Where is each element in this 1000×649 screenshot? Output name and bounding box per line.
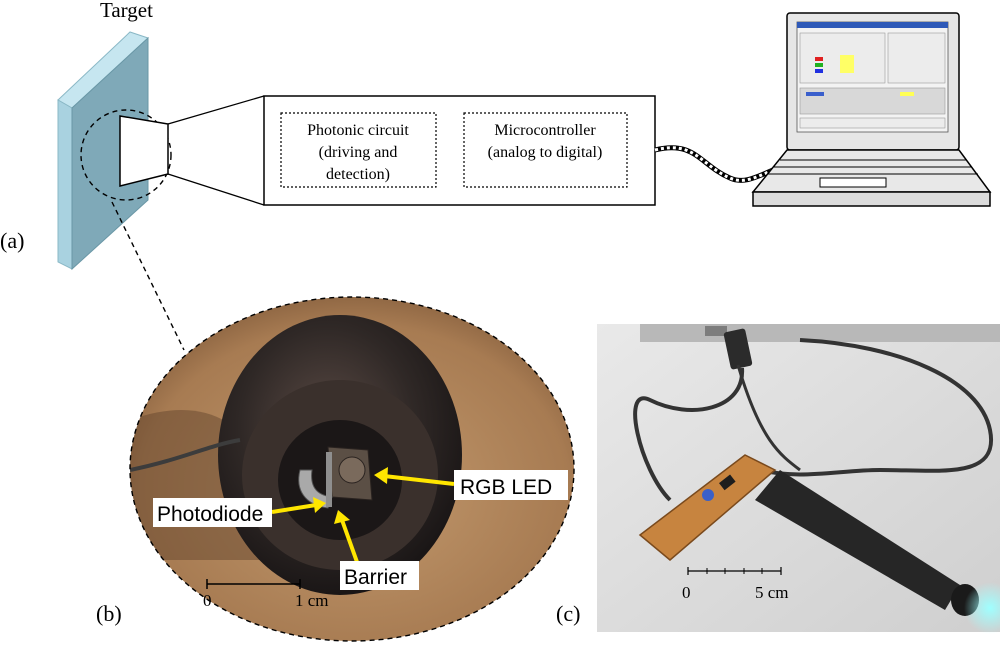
photo-c-pcb bbox=[638, 454, 777, 561]
target-label: Target bbox=[100, 0, 153, 22]
laptop bbox=[751, 12, 992, 207]
scale-bar-c-start: 0 bbox=[682, 583, 691, 602]
panel-a: (a) Target Photonic circuit (driving and… bbox=[0, 0, 992, 351]
callout-rgb-led-text: RGB LED bbox=[460, 476, 552, 499]
microcontroller-box bbox=[463, 112, 628, 188]
panel-b-label: (b) bbox=[96, 601, 122, 626]
rgb-led-lens bbox=[338, 456, 366, 484]
photo-c-cable-3 bbox=[736, 364, 801, 472]
panel-a-label: (a) bbox=[0, 228, 24, 253]
laptop-screen-table-cell bbox=[900, 92, 914, 96]
photonic-circuit-line2: (driving and bbox=[319, 144, 398, 161]
scale-bar-c-end: 5 cm bbox=[755, 583, 789, 602]
callout-photodiode-text: Photodiode bbox=[157, 503, 263, 526]
scale-bar-b-start: 0 bbox=[203, 591, 212, 610]
zoom-connector-line bbox=[111, 201, 185, 351]
usb-cable-pattern bbox=[654, 146, 779, 182]
photo-b bbox=[130, 297, 574, 641]
callout-rgb-led: RGB LED bbox=[374, 467, 568, 500]
arrowhead-barrier bbox=[334, 510, 350, 524]
laptop-screen-titlebar bbox=[797, 22, 948, 28]
photo-c-usb-port bbox=[705, 326, 727, 336]
scale-bar-c: 0 5 cm bbox=[682, 567, 789, 602]
probe-head bbox=[119, 115, 169, 187]
laptop-screen-footer bbox=[799, 117, 946, 129]
arrow-rgb-led bbox=[383, 474, 455, 486]
photo-c-blue-glow bbox=[964, 582, 1000, 634]
photo-b-cable bbox=[130, 438, 241, 472]
photonic-circuit-box bbox=[280, 112, 437, 188]
laptop-base-front bbox=[752, 191, 991, 207]
callout-rgb-led-box bbox=[454, 470, 568, 500]
photo-c-probe-body bbox=[755, 470, 960, 610]
target-slab-face bbox=[71, 36, 149, 271]
photo-c-cable-2 bbox=[759, 338, 994, 477]
panel-b: RGB LED Photodiode Barrier 0 1 cm (b) bbox=[96, 296, 575, 642]
microcontroller-line1: Microcontroller bbox=[494, 122, 596, 139]
laptop-screen-swatch-yellow bbox=[840, 55, 854, 73]
laptop-screen-panel-right bbox=[887, 32, 946, 84]
probe-cone-bottom bbox=[167, 173, 265, 206]
arrowhead-photodiode bbox=[313, 497, 326, 513]
microcontroller-line2: (analog to digital) bbox=[488, 144, 603, 161]
arrow-barrier bbox=[340, 519, 359, 563]
barrier bbox=[326, 452, 332, 507]
target-focus-circle bbox=[80, 109, 172, 201]
callout-barrier-text: Barrier bbox=[344, 566, 407, 589]
scale-bar-b: 0 1 cm bbox=[203, 579, 329, 610]
panel-c-label: (c) bbox=[556, 601, 580, 626]
device-box bbox=[263, 95, 656, 206]
laptop-screen-table bbox=[799, 87, 946, 115]
photo-c-cable-1 bbox=[633, 367, 745, 502]
photo-c-pcb-capacitor bbox=[702, 489, 714, 501]
panel-b-border bbox=[129, 296, 575, 642]
callout-barrier-box bbox=[340, 561, 419, 590]
callout-photodiode-box bbox=[153, 498, 272, 527]
photonic-circuit-line3: detection) bbox=[326, 166, 390, 183]
photo-c-usb-plug bbox=[723, 328, 753, 370]
laptop-screen-swatch-blue bbox=[815, 69, 823, 73]
arrow-photodiode bbox=[271, 503, 317, 514]
callout-barrier: Barrier bbox=[334, 510, 419, 590]
probe-cone-top bbox=[167, 95, 265, 125]
panel-c: 0 5 cm (c) bbox=[556, 324, 1000, 634]
photonic-circuit-line1: Photonic circuit bbox=[307, 122, 409, 139]
target-slab-side bbox=[57, 99, 73, 270]
laptop-touchpad bbox=[819, 177, 887, 188]
laptop-screen-swatch-green bbox=[815, 63, 823, 67]
photo-c-pcb-chip bbox=[719, 474, 736, 491]
photo-c-laptop-edge bbox=[640, 324, 1000, 342]
scale-bar-b-end: 1 cm bbox=[295, 591, 329, 610]
arrowhead-rgb-led bbox=[374, 467, 388, 484]
callout-photodiode: Photodiode bbox=[153, 497, 326, 527]
laptop-screen-table-highlight bbox=[806, 92, 824, 96]
target-slab bbox=[57, 31, 149, 271]
laptop-screen-swatch-red bbox=[815, 57, 823, 61]
